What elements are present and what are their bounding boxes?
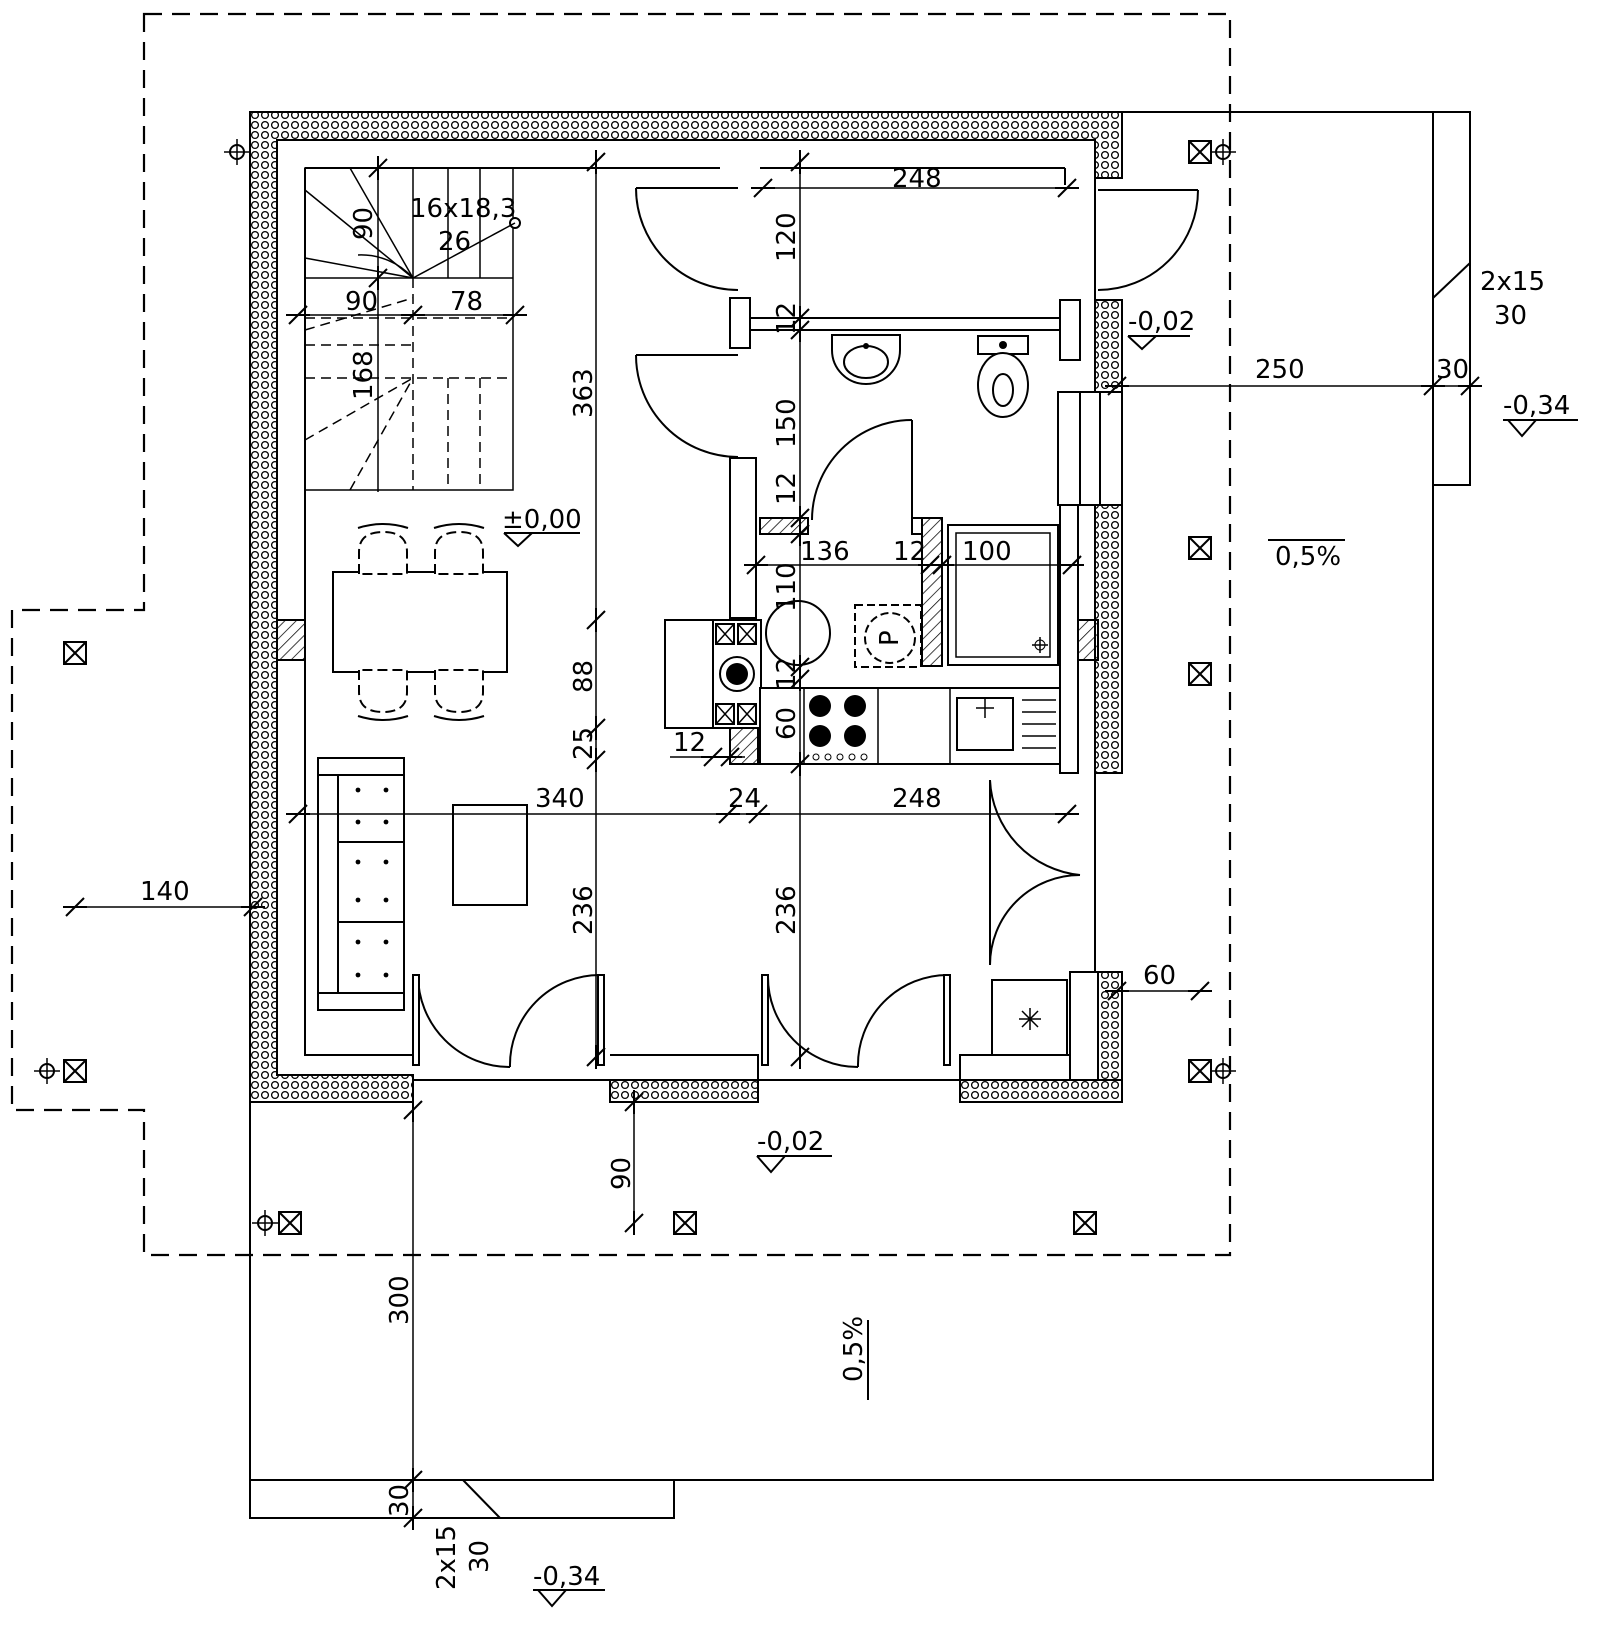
dim-12-a: 12 xyxy=(772,302,802,335)
dining-table xyxy=(332,523,508,721)
level-terrace: -0,02 xyxy=(757,1127,824,1157)
dim-90-horizontal: 90 xyxy=(345,287,378,317)
steps-right-count: 2x15 xyxy=(1480,267,1545,297)
dim-248-mid: 248 xyxy=(892,784,942,814)
dim-236-b: 236 xyxy=(772,885,802,935)
level-labels: ±0,00 -0,02 -0,34 -0,02 -0,34 0,5% 0,5% xyxy=(502,307,1570,1592)
dim-30-bottom: 30 xyxy=(385,1484,415,1517)
dimension-lines xyxy=(62,149,1483,1531)
dim-60-vertical: 60 xyxy=(772,707,802,740)
slope-right: 0,5% xyxy=(1275,542,1341,572)
dim-150: 150 xyxy=(772,398,802,448)
dim-136: 136 xyxy=(800,537,850,567)
level-markers xyxy=(503,335,1578,1608)
dimension-labels: 16x18,3 26 90 90 78 168 248 120 12 150 1… xyxy=(140,164,1545,1590)
dim-12-d: 12 xyxy=(772,657,802,690)
boiler-label: P xyxy=(875,630,905,646)
dim-78: 78 xyxy=(450,287,483,317)
dim-24: 24 xyxy=(728,784,761,814)
dim-363: 363 xyxy=(569,368,599,418)
slope-bottom: 0,5% xyxy=(839,1316,869,1382)
stair-tread-label: 26 xyxy=(438,227,471,257)
dim-300: 300 xyxy=(385,1275,415,1325)
dim-60-horizontal: 60 xyxy=(1143,961,1176,991)
dim-140: 140 xyxy=(140,877,190,907)
dim-12-c: 12 xyxy=(893,537,926,567)
dim-110: 110 xyxy=(772,562,802,612)
dim-120: 120 xyxy=(772,212,802,262)
dim-250: 250 xyxy=(1255,355,1305,385)
coffee-table xyxy=(452,804,528,906)
roof-outline xyxy=(10,12,1232,1257)
dim-12-e: 12 xyxy=(673,728,706,758)
terraces xyxy=(249,111,1471,1519)
dim-30-right: 30 xyxy=(1436,355,1469,385)
stair-steps-label: 16x18,3 xyxy=(410,194,516,224)
sofa xyxy=(317,757,405,1011)
doors xyxy=(412,187,1199,1068)
level-main: ±0,00 xyxy=(502,505,582,535)
staircase xyxy=(304,167,521,491)
level-bottom-ground: -0,34 xyxy=(533,1562,600,1592)
steps-right-tread: 30 xyxy=(1494,301,1527,331)
dim-88: 88 xyxy=(569,660,599,693)
dim-25: 25 xyxy=(569,727,599,760)
dim-340: 340 xyxy=(535,784,585,814)
level-entry-right: -0,02 xyxy=(1128,307,1195,337)
steps-bottom-count: 2x15 xyxy=(432,1525,462,1590)
kitchen xyxy=(664,619,1061,765)
dim-248-top: 248 xyxy=(892,164,942,194)
dim-236-a: 236 xyxy=(569,885,599,935)
bathroom xyxy=(831,334,1029,418)
steps-bottom-tread: 30 xyxy=(465,1540,495,1573)
level-right-ground: -0,34 xyxy=(1503,391,1570,421)
dim-90-bottom: 90 xyxy=(607,1157,637,1190)
dim-90-vertical: 90 xyxy=(349,207,379,240)
dim-168: 168 xyxy=(349,350,379,400)
dim-12-b: 12 xyxy=(772,472,802,505)
entry-closet xyxy=(991,979,1068,1056)
utility-room: P xyxy=(765,524,1059,668)
dim-100: 100 xyxy=(962,537,1012,567)
